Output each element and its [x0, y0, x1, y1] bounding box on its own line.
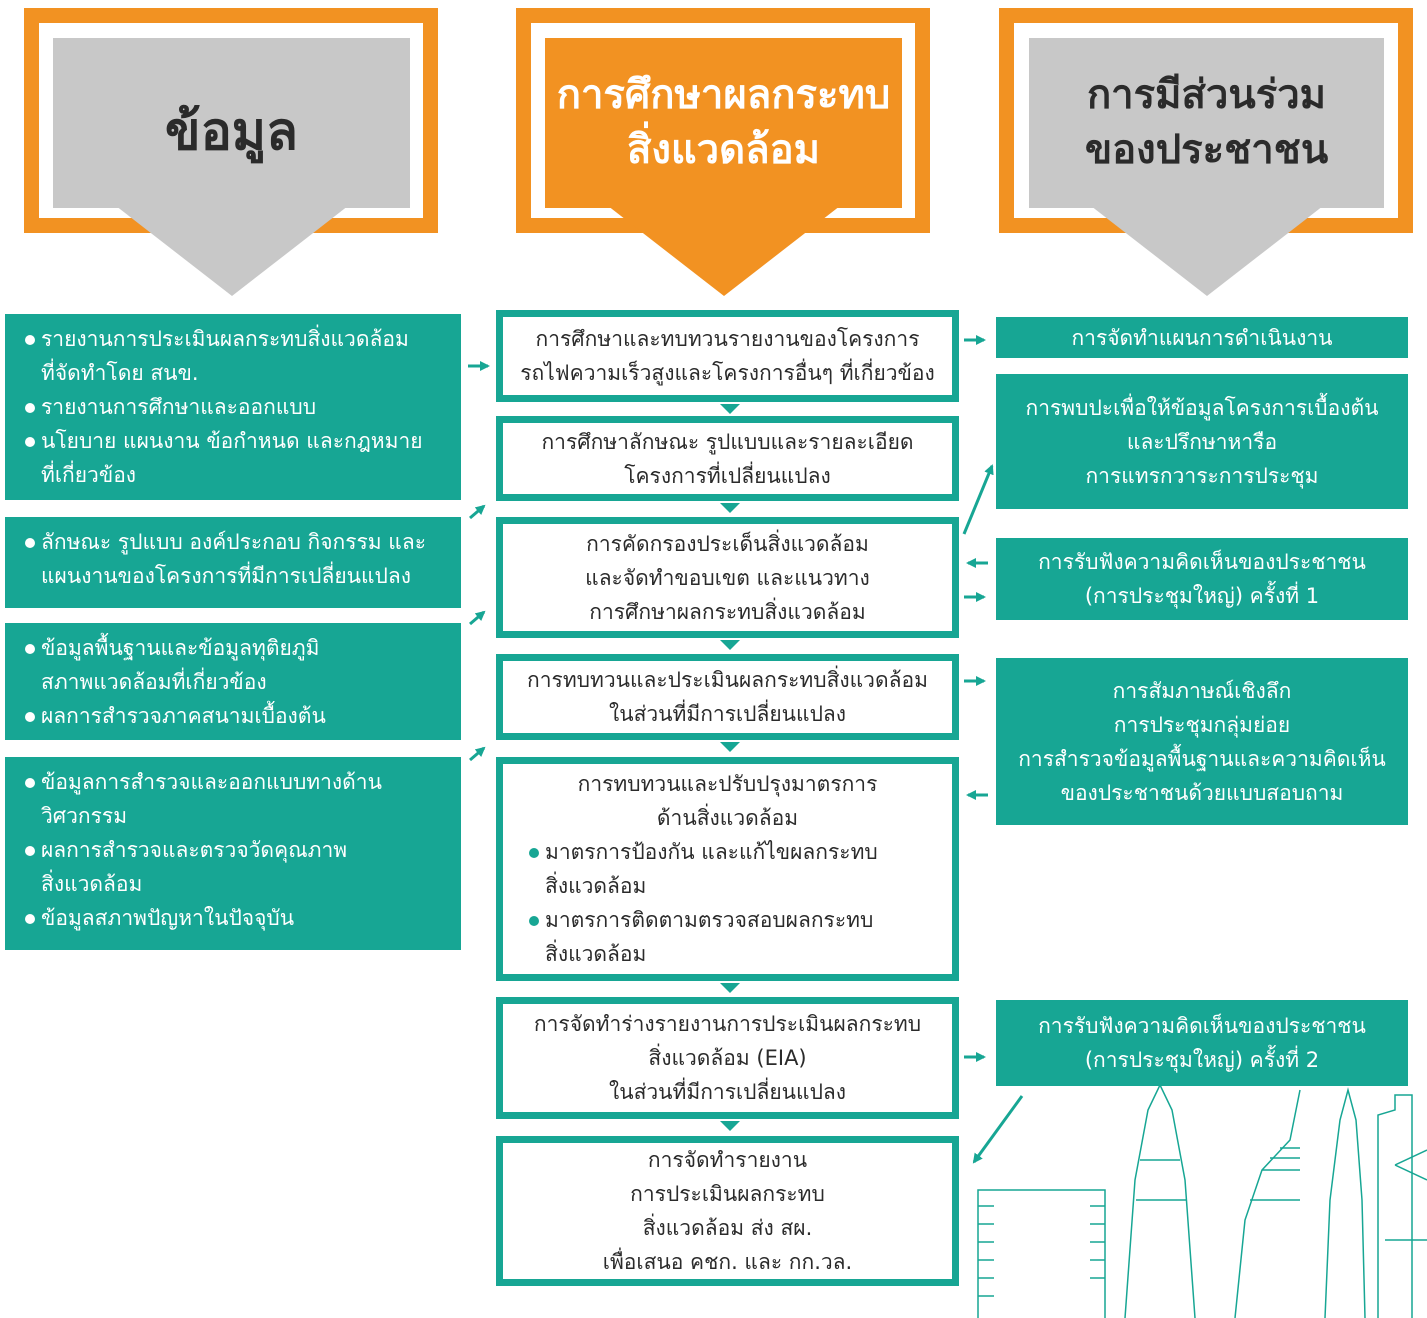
right-box-line: การจัดทำแผนการดำเนินงาน — [1071, 325, 1333, 350]
diagonal-arrow-icon — [972, 1095, 1024, 1164]
header-data-title-line: ข้อมูล — [165, 102, 298, 163]
diagonal-arrow-icon — [469, 610, 486, 626]
flow-step-1: การศึกษาและทบทวนรายงานของโครงการ รถไฟควา… — [496, 310, 959, 402]
flow-step-line: เพื่อเสนอ คชก. และ กก.วล. — [602, 1250, 853, 1274]
right-box-line: การแทรกวาระการประชุม — [1085, 463, 1319, 488]
flow-step-7: การจัดทำรายงาน การประเมินผลกระทบ สิ่งแวด… — [496, 1136, 959, 1286]
header-eia-title-line-2: สิ่งแวดล้อม — [626, 127, 821, 173]
flow-step-line: การจัดทำร่างรายงานการประเมินผลกระทบ — [533, 1012, 922, 1036]
list-item: ลักษณะ รูปแบบ องค์ประกอบ กิจกรรม และ แผน… — [25, 525, 447, 593]
left-box-2: ลักษณะ รูปแบบ องค์ประกอบ กิจกรรม และ แผน… — [5, 517, 461, 608]
right-box-line: (การประชุมใหญ่) ครั้งที่ 2 — [1084, 1048, 1320, 1072]
diagonal-arrow-icon — [469, 504, 486, 520]
header-participation-title-line-1: การมีส่วนร่วม — [1086, 71, 1327, 118]
list-item: รายงานการประเมินผลกระทบสิ่งแวดล้อม ที่จั… — [25, 322, 447, 390]
header-data-title: ข้อมูล — [53, 38, 410, 228]
flow-step-bullet-cont: สิ่งแวดล้อม — [545, 942, 647, 966]
header-participation-arrow — [1055, 178, 1359, 296]
flow-step-line: การประเมินผลกระทบ — [630, 1182, 825, 1206]
flow-step-line: การศึกษาผลกระทบสิ่งแวดล้อม — [589, 599, 866, 624]
header-eia-arrow — [572, 178, 876, 296]
flow-step-bullet: มาตรการติดตามตรวจสอบผลกระทบ — [529, 903, 873, 937]
flow-step-line: ในส่วนที่มีการเปลี่ยนแปลง — [608, 1080, 847, 1104]
diagonal-arrow-icon — [469, 746, 486, 762]
flow-step-line: โครงการที่เปลี่ยนแปลง — [624, 463, 831, 488]
right-box-2: การพบปะเพื่อให้ข้อมูลโครงการเบื้องต้น แล… — [996, 374, 1408, 509]
right-box-4: การสัมภาษณ์เชิงลึก การประชุมกลุ่มย่อย กา… — [996, 658, 1408, 825]
flow-step-5: การทบทวนและปรับปรุงมาตรการ ด้านสิ่งแวดล้… — [496, 757, 959, 981]
flow-step-line: สิ่งแวดล้อม (EIA) — [648, 1046, 807, 1070]
flow-step-4: การทบทวนและประเมินผลกระทบสิ่งแวดล้อม ในส… — [496, 654, 959, 740]
flow-step-3: การคัดกรองประเด็นสิ่งแวดล้อม และจัดทำขอบ… — [496, 517, 959, 638]
list-item: ผลการสำรวจภาคสนามเบื้องต้น — [25, 699, 447, 733]
header-eia-title: การศึกษาผลกระทบ สิ่งแวดล้อม — [545, 38, 902, 208]
right-box-line: การพบปะเพื่อให้ข้อมูลโครงการเบื้องต้น — [1025, 395, 1379, 420]
right-box-line: (การประชุมใหญ่) ครั้งที่ 1 — [1084, 584, 1320, 608]
header-participation-title: การมีส่วนร่วม ของประชาชน — [1029, 38, 1384, 208]
left-box-3: ข้อมูลพื้นฐานและข้อมูลทุติยภูมิ สภาพแวดล… — [5, 623, 461, 740]
flow-step-line: การจัดทำรายงาน — [647, 1148, 808, 1172]
right-box-line: การสัมภาษณ์เชิงลึก — [1112, 678, 1292, 703]
flow-step-line: ในส่วนที่มีการเปลี่ยนแปลง — [608, 702, 847, 726]
flow-step-line: การศึกษาและทบทวนรายงานของโครงการ — [535, 327, 920, 351]
flow-step-2: การศึกษาลักษณะ รูปแบบและรายละเอียด โครงก… — [496, 416, 959, 501]
diagonal-arrow-icon — [962, 464, 994, 535]
right-box-line: และปรึกษาหารือ — [1126, 429, 1278, 454]
skyline-illustration — [977, 1083, 1427, 1318]
list-item: นโยบาย แผนงาน ข้อกำหนด และกฎหมาย ที่เกี่… — [25, 424, 447, 492]
list-item: ข้อมูลการสำรวจและออกแบบทางด้าน วิศวกรรม — [25, 765, 447, 833]
flow-step-line: การทบทวนและประเมินผลกระทบสิ่งแวดล้อม — [527, 668, 928, 692]
right-box-line: การรับฟังความคิดเห็นของประชาชน — [1038, 550, 1366, 574]
right-box-line: การรับฟังความคิดเห็นของประชาชน — [1038, 1014, 1366, 1038]
flow-step-bullet-cont: สิ่งแวดล้อม — [545, 874, 647, 898]
flow-step-line: การศึกษาลักษณะ รูปแบบและรายละเอียด — [541, 429, 914, 454]
flow-step-line: สิ่งแวดล้อม ส่ง สผ. — [642, 1216, 813, 1240]
down-arrow-icon — [720, 742, 740, 752]
flow-step-bullet: มาตรการป้องกัน และแก้ไขผลกระทบ — [529, 835, 878, 869]
flow-step-6: การจัดทำร่างรายงานการประเมินผลกระทบ สิ่ง… — [496, 997, 959, 1119]
right-box-line: การสำรวจข้อมูลพื้นฐานและความคิดเห็น — [1018, 746, 1386, 771]
list-item: รายงานการศึกษาและออกแบบ — [25, 390, 447, 424]
header-participation-title-line-2: ของประชาชน — [1084, 127, 1329, 173]
right-box-1: การจัดทำแผนการดำเนินงาน — [996, 317, 1408, 358]
header-eia-title-line-1: การศึกษาผลกระทบ — [556, 71, 891, 118]
list-item: ผลการสำรวจและตรวจวัดคุณภาพ สิ่งแวดล้อม — [25, 833, 447, 901]
down-arrow-icon — [720, 640, 740, 650]
right-box-line: การประชุมกลุ่มย่อย — [1113, 712, 1291, 737]
down-arrow-icon — [720, 983, 740, 993]
left-box-4: ข้อมูลการสำรวจและออกแบบทางด้าน วิศวกรรม … — [5, 757, 461, 950]
down-arrow-icon — [720, 404, 740, 414]
header-data-arrow — [80, 178, 384, 296]
left-box-1: รายงานการประเมินผลกระทบสิ่งแวดล้อม ที่จั… — [5, 314, 461, 500]
flow-step-line: การคัดกรองประเด็นสิ่งแวดล้อม — [586, 531, 869, 556]
right-box-5: การรับฟังความคิดเห็นของประชาชน (การประชุ… — [996, 1000, 1408, 1086]
flow-step-line: รถไฟความเร็วสูงและโครงการอื่นๆ ที่เกี่ยว… — [520, 361, 935, 385]
down-arrow-icon — [720, 1121, 740, 1131]
right-box-3: การรับฟังความคิดเห็นของประชาชน (การประชุ… — [996, 538, 1408, 620]
flow-step-line: การทบทวนและปรับปรุงมาตรการ — [577, 772, 878, 796]
list-item: ข้อมูลสภาพปัญหาในปัจจุบัน — [25, 901, 447, 935]
flow-step-line: ด้านสิ่งแวดล้อม — [656, 806, 799, 830]
right-box-line: ของประชาชนด้วยแบบสอบถาม — [1060, 780, 1344, 805]
flow-step-line: และจัดทำขอบเขต และแนวทาง — [585, 565, 870, 590]
list-item: ข้อมูลพื้นฐานและข้อมูลทุติยภูมิ สภาพแวดล… — [25, 631, 447, 699]
down-arrow-icon — [720, 503, 740, 513]
